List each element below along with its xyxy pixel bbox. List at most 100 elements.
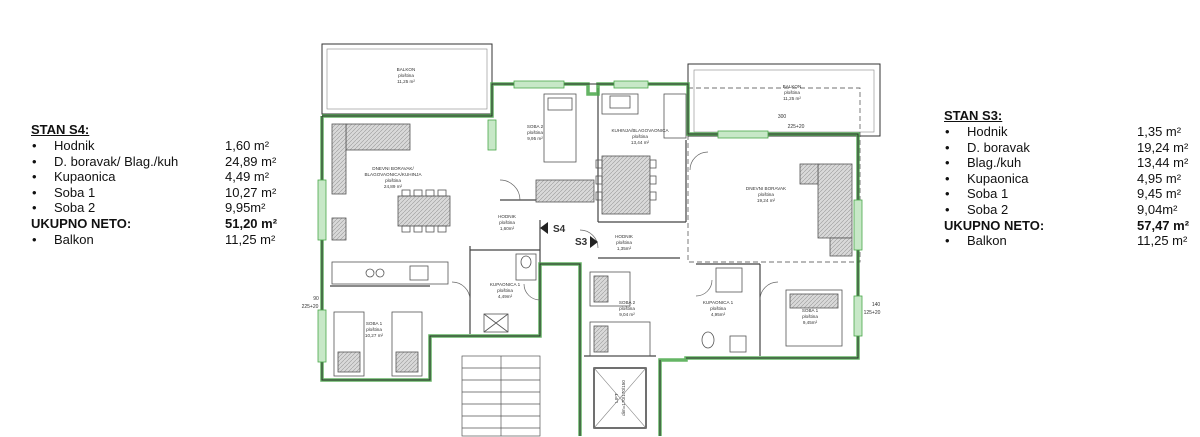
dashed-outline [687, 87, 861, 263]
legend-stan-s4: STAN S4: • Hodnik 1,60 m² •D. boravak/ Bla… [31, 122, 291, 247]
room-name: Kupaonica [54, 169, 116, 185]
dim-225-20b: 225+20 [788, 124, 805, 130]
room-caption: ploština [802, 314, 818, 319]
room-caption: ploština [499, 220, 515, 225]
room-area: 9,95m² [225, 200, 266, 216]
bullet: • [32, 138, 37, 153]
room-area: 1,35 m² [1137, 124, 1182, 139]
bullet: • [945, 170, 950, 186]
staircase [461, 355, 541, 437]
legend-s3-row: • Soba 2 9,04m² [944, 202, 1196, 218]
room-dnevni-left-name2: BLAGOVAONICA/KUHINJA [364, 172, 422, 177]
legend-s3-title: STAN S3: [944, 108, 1003, 123]
room-name: Soba 1 [54, 184, 96, 200]
total-area: 57,47 m² [1137, 217, 1190, 233]
room-soba1-left-area: 10,27 m² [365, 333, 384, 338]
room-name: Soba 2 [967, 201, 1009, 217]
legend-s4-total: UKUPNO NETO: 51,20 m² [31, 216, 291, 232]
room-kuhinja-right-name: KUHINJA/BLAGOVAONICA [611, 128, 669, 133]
windows [317, 80, 863, 363]
room-name: Balkon [967, 233, 1007, 249]
bullet: • [32, 200, 37, 216]
room-area: 11,25 m² [225, 231, 276, 247]
dim-125-20: 125+20 [864, 310, 881, 316]
room-caption: ploština [784, 90, 800, 95]
room-area: 11,25 m² [1137, 233, 1188, 249]
bullet: • [32, 184, 37, 200]
room-caption: ploština [527, 130, 543, 135]
total-label: UKUPNO NETO: [31, 215, 132, 231]
room-area: 9,04m² [1137, 201, 1178, 217]
room-name: Balkon [54, 231, 94, 247]
bullet: • [945, 233, 950, 249]
bullet: • [945, 201, 950, 217]
total-label: UKUPNO NETO: [944, 217, 1045, 233]
lift-dims: dim=170/170/150 [621, 380, 626, 416]
legend-s3-row: • Blag./kuh 13,44 m² [944, 155, 1196, 171]
interior-walls [330, 88, 761, 357]
room-area: 13,44 m² [1137, 155, 1189, 171]
legend-s4-title: STAN S4: [31, 122, 90, 137]
room-name: D. boravak [967, 139, 1030, 155]
doors [451, 151, 779, 301]
room-name: Soba 1 [967, 186, 1009, 202]
room-caption: ploština [758, 192, 774, 197]
room-dnevni-left-name: DNEVNI BORAVAK/ [372, 166, 414, 171]
entrance-s4-label: S4 [553, 224, 566, 235]
legend-s4-row: • Soba 2 9,95m² [31, 200, 291, 216]
lift-name: LIFT [614, 393, 619, 403]
room-soba2-right-name: SOBA 2 [619, 300, 636, 305]
room-hodnik-right-area: 1,35m² [617, 246, 632, 251]
room-kupaonica-left-area: 4,49m² [498, 294, 513, 299]
bullet: • [32, 153, 37, 169]
room-area: 19,24 m² [1137, 139, 1189, 155]
room-dnevni-right-name: DNEVNI BORAVAK [746, 186, 787, 191]
bullet: • [945, 155, 950, 171]
room-area: 10,27 m² [225, 184, 277, 200]
lift [593, 367, 647, 429]
entrance-s4-arrow [540, 222, 548, 234]
room-caption: ploština [616, 240, 632, 245]
balcony-left [321, 43, 493, 115]
room-kupaonica-right-area: 4,95m² [711, 312, 726, 317]
room-area: 4,49 m² [225, 169, 270, 185]
room-caption: ploština [710, 306, 726, 311]
room-caption: ploština [398, 73, 414, 78]
room-caption: ploština [497, 288, 513, 293]
room-soba2-left-name: SOBA 2 [527, 124, 544, 129]
room-soba1-right-area: 9,45m² [803, 320, 818, 325]
bullet: • [945, 124, 950, 139]
room-kupaonica-right-name: KUPAONICA 1 [703, 300, 734, 305]
dim-90: 90 [313, 296, 319, 302]
room-soba1-right-name: SOBA 1 [802, 308, 819, 313]
room-balkon-left-area: 11,25 m² [397, 79, 415, 84]
legend-s3-row: • D. boravak 19,24 m² [944, 140, 1196, 156]
dim-140: 140 [872, 302, 881, 308]
room-soba2-left-area: 9,95 m² [527, 136, 543, 141]
bullet: • [945, 139, 950, 155]
total-area: 51,20 m² [225, 215, 278, 231]
bullet: • [945, 186, 950, 202]
room-caption: ploština [366, 327, 382, 332]
room-name: Blag./kuh [967, 155, 1022, 171]
legend-s3-row: • Balkon 11,25 m² [944, 233, 1196, 249]
room-caption: ploština [632, 134, 648, 139]
room-balkon-right-name: BALKON [783, 84, 802, 89]
dim-300: 300 [778, 114, 787, 120]
room-soba1-left-name: SOBA 1 [366, 321, 383, 326]
room-name: Hodnik [54, 138, 95, 153]
legend-s3-total: UKUPNO NETO: 57,47 m² [944, 218, 1196, 234]
room-caption: ploština [619, 306, 635, 311]
room-area: 1,60 m² [225, 138, 270, 153]
furniture-left [331, 93, 595, 377]
room-kuhinja-right-area: 13,44 m² [631, 140, 650, 145]
dimensions: 90 225+20 140 125+20 300 225+20 [302, 114, 881, 316]
room-area: 9,45 m² [1137, 186, 1182, 202]
room-name: Soba 2 [54, 200, 96, 216]
